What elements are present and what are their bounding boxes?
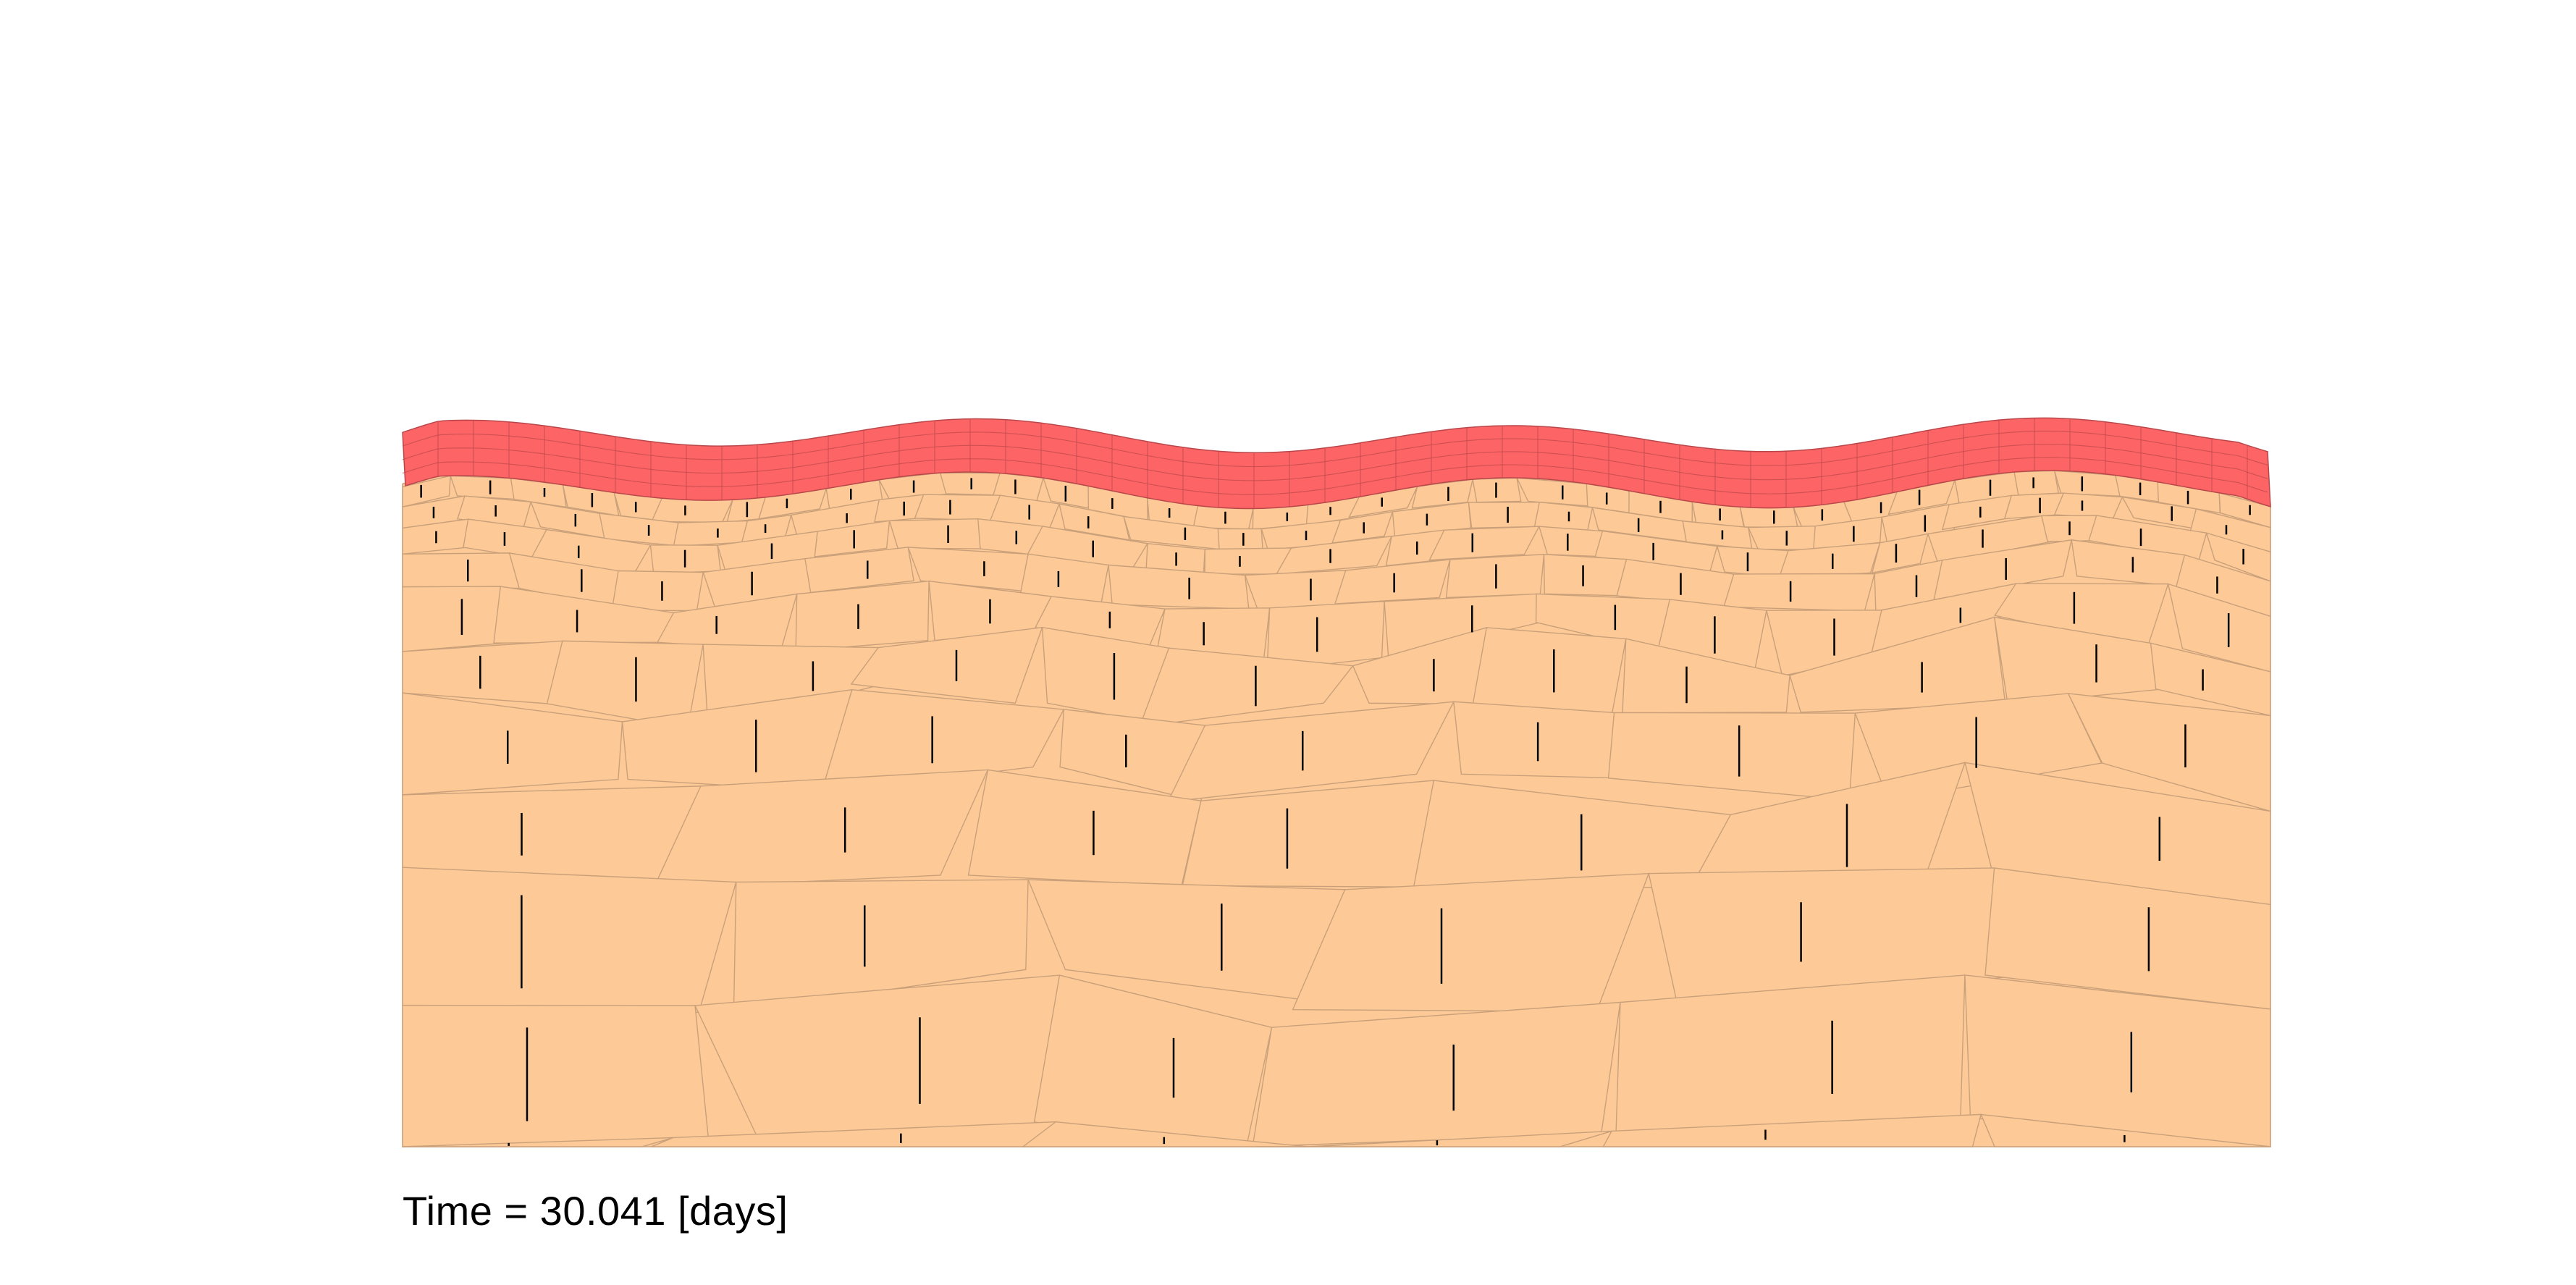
tissue-cell (814, 520, 891, 557)
tissue-cell (402, 475, 451, 508)
tissue-cell (1615, 974, 1966, 1135)
surface-layer-grid (402, 418, 2268, 509)
tissue-cell (2053, 492, 2123, 519)
tissue-cell (733, 879, 1029, 1014)
tissue-cell (450, 475, 518, 500)
tissue-cell (1739, 506, 1798, 528)
tissue-cell (1292, 872, 1650, 1012)
tissue-cell (850, 626, 1043, 704)
tissue-cell (1275, 535, 1393, 575)
tissue-cell (1428, 526, 1541, 561)
tissue-cell (652, 769, 989, 890)
tissue-cell (2013, 470, 2060, 496)
tissue-cell (402, 1004, 710, 1147)
tissue-cell (1980, 1113, 2271, 1147)
tissue-cell (1602, 1113, 1982, 1147)
tissue-cell (914, 494, 1001, 521)
surface-grid-line (402, 457, 2268, 495)
tissue-cell (1166, 701, 1455, 803)
tissue-cell (1777, 542, 1881, 580)
tissue-cell (1622, 638, 1790, 714)
tissue-cell (1533, 501, 1594, 531)
tissue-cell (1468, 501, 1544, 528)
tissue-cell (1138, 647, 1354, 728)
surface-grid-line (402, 444, 2268, 481)
tissue-cell (402, 692, 623, 796)
tissue-cell (820, 688, 1065, 794)
tissue-cell (1933, 539, 2073, 601)
tissue-cell (1392, 502, 1472, 537)
tissue-cell (402, 867, 737, 1014)
tissue-cell (1472, 627, 1627, 714)
tissue-cell (1385, 529, 1445, 567)
surface-layer-fill (402, 417, 2271, 510)
tissue-cell (402, 1137, 674, 1147)
tissue-cell (402, 640, 563, 704)
tissue-cell (402, 586, 506, 652)
tissue-cell (1331, 510, 1394, 544)
tissue-cell (1334, 559, 1451, 604)
tissue-cell (1543, 554, 1628, 597)
cell-orientation-marks (420, 476, 2251, 1146)
surface-layer (402, 417, 2271, 510)
tissue-cell (1217, 528, 1263, 551)
tissue-cell (1722, 573, 1876, 612)
tissue-cell (1192, 505, 1254, 530)
surface-grid-line (402, 431, 2268, 468)
tissue-cell (888, 518, 988, 549)
tissue-cell (611, 570, 704, 612)
tissue-cell (650, 497, 734, 523)
tissue-cell (1255, 1130, 1612, 1147)
tissue-cell (1058, 503, 1130, 541)
time-caption: Time = 30.041 [days] (403, 1188, 788, 1234)
tissue-cell (795, 580, 930, 652)
tissue-cell (402, 552, 524, 589)
cell-mesh (402, 470, 2271, 1147)
tissue-cell (1871, 533, 1929, 574)
tissue-cell (804, 547, 914, 594)
